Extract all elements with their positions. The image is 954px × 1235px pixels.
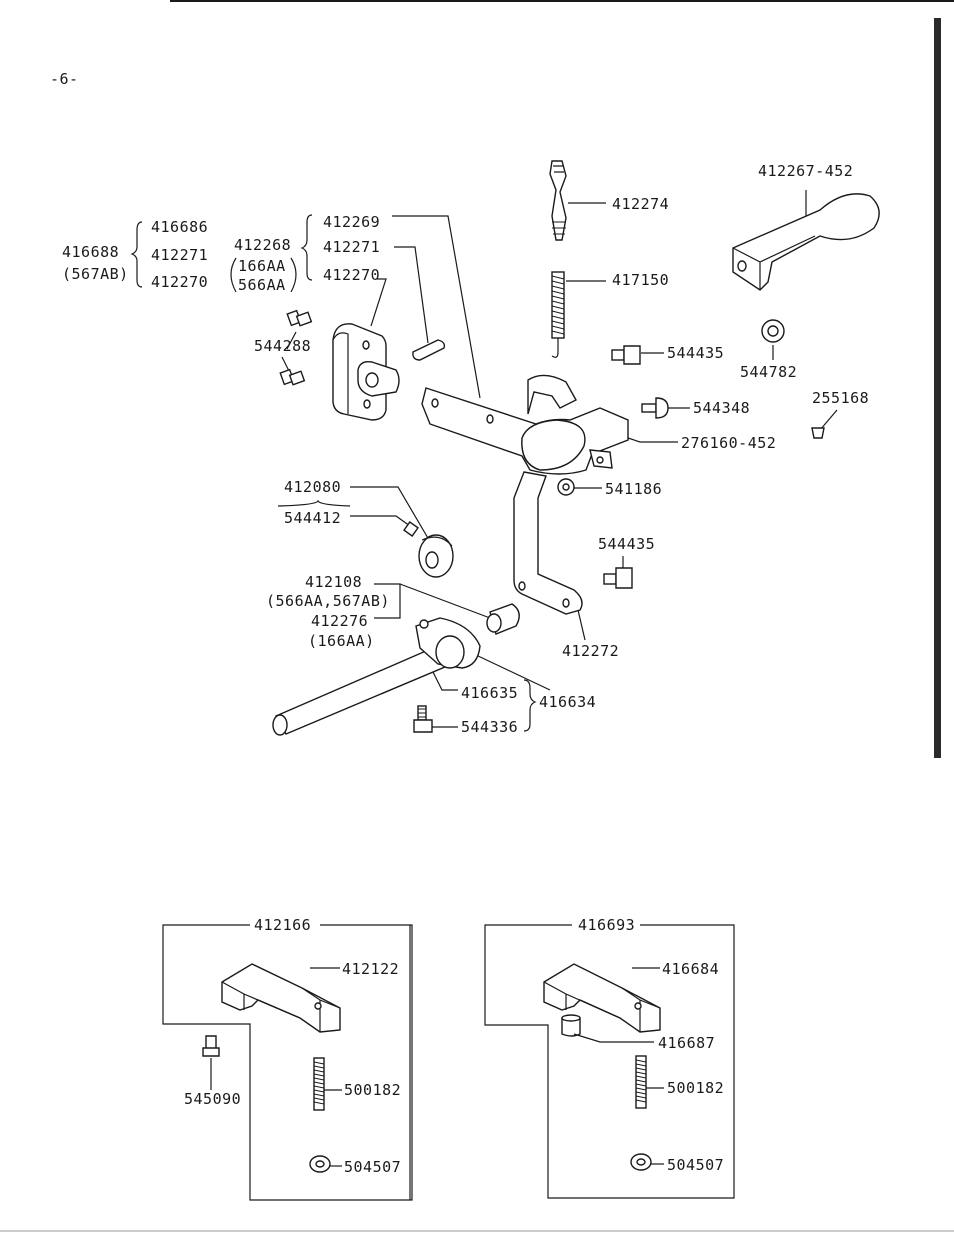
part-541186-nut — [557, 478, 575, 496]
right-scan-edge — [934, 18, 941, 758]
part-544435-screw-a — [611, 345, 641, 365]
part-544288-screws — [279, 309, 313, 386]
label-504507-b: 504507 — [667, 1156, 725, 1174]
label-276160-452: 276160-452 — [681, 434, 777, 452]
label-416687: 416687 — [658, 1034, 716, 1052]
label-566aa-567ab: (566AA,567AB) — [266, 592, 390, 610]
label-416684: 416684 — [662, 960, 720, 978]
label-416635: 416635 — [461, 684, 519, 702]
label-412080: 412080 — [284, 478, 342, 496]
label-544782: 544782 — [740, 363, 798, 381]
label-412274: 412274 — [612, 195, 670, 213]
page-number: -6- — [50, 70, 79, 88]
label-567ab: (567AB) — [62, 265, 129, 283]
part-412080-collar — [418, 534, 454, 578]
label-416634: 416634 — [539, 693, 597, 711]
label-566aa: 566AA — [238, 276, 286, 294]
label-545090: 545090 — [184, 1090, 242, 1108]
part-544782-nut — [761, 319, 785, 343]
label-416693: 416693 — [578, 916, 636, 934]
part-412272-bracket — [513, 471, 583, 615]
brace-416688 — [130, 221, 143, 288]
label-500182-b: 500182 — [667, 1079, 725, 1097]
brace-412268 — [300, 214, 313, 281]
part-544348-screw — [641, 397, 669, 419]
label-541186: 541186 — [605, 480, 663, 498]
part-412274-lever — [549, 160, 567, 241]
label-544288: 544288 — [254, 337, 312, 355]
part-412271-pin — [412, 339, 446, 361]
label-412267-452: 412267-452 — [758, 162, 854, 180]
label-412272: 412272 — [562, 642, 620, 660]
label-166aa: 166AA — [238, 257, 286, 275]
label-412270-b: 412270 — [323, 266, 381, 284]
brace-416634 — [523, 679, 537, 732]
label-412166: 412166 — [254, 916, 312, 934]
label-412269: 412269 — [323, 213, 381, 231]
label-255168: 255168 — [812, 389, 870, 407]
label-412122: 412122 — [342, 960, 400, 978]
label-412270-a: 412270 — [151, 273, 209, 291]
label-544435-a: 544435 — [667, 344, 725, 362]
part-276160-arm — [421, 374, 629, 475]
label-166aa-2: (166AA) — [308, 632, 375, 650]
label-412108: 412108 — [305, 573, 363, 591]
part-255168-setscrew — [811, 427, 825, 439]
part-544435-screw-b — [603, 567, 633, 589]
label-504507-a: 504507 — [344, 1158, 402, 1176]
part-544336-screw — [413, 705, 433, 733]
box-416693 — [484, 924, 735, 1199]
label-416688: 416688 — [62, 243, 120, 261]
label-417150: 417150 — [612, 271, 670, 289]
label-544348: 544348 — [693, 399, 751, 417]
label-412271-a: 412271 — [151, 246, 209, 264]
part-544412-setscrew — [403, 521, 419, 537]
part-416634-shaft — [272, 617, 481, 736]
label-412268: 412268 — [234, 236, 292, 254]
label-412271-b: 412271 — [323, 238, 381, 256]
box-412166 — [162, 924, 413, 1201]
part-417150-stud — [551, 271, 565, 358]
paren-166aa-left — [230, 257, 237, 293]
label-544336: 544336 — [461, 718, 519, 736]
part-412270-plate — [332, 323, 400, 421]
label-544435-b: 544435 — [598, 535, 656, 553]
part-412267-lever — [732, 193, 880, 291]
label-500182-a: 500182 — [344, 1081, 402, 1099]
paren-166aa-right — [290, 257, 297, 293]
label-416686: 416686 — [151, 218, 209, 236]
label-544412: 544412 — [284, 509, 342, 527]
label-412276: 412276 — [311, 612, 369, 630]
part-412108-bushing — [486, 603, 520, 635]
